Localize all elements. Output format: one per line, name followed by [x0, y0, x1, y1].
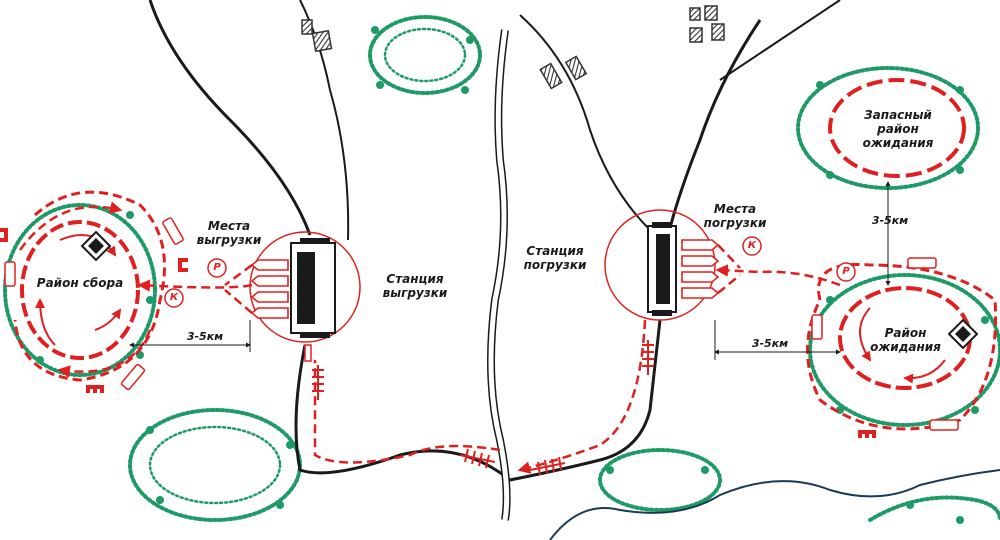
marker-unload-regulator: Р	[213, 262, 221, 273]
unloading-ramps	[250, 259, 289, 319]
buildings	[301, 5, 725, 90]
building	[564, 55, 588, 81]
building	[301, 19, 313, 35]
command-post-assembly	[80, 230, 112, 262]
building	[539, 62, 563, 90]
tank-symbols	[0, 228, 876, 438]
building	[689, 7, 701, 21]
distance-label-vertical: 3-5км	[871, 214, 909, 227]
route-waiting-loop	[806, 262, 998, 431]
marker-load-regulator: Р	[842, 266, 850, 277]
vehicle-symbols	[4, 217, 959, 431]
reserve-waiting-area-boundary	[828, 78, 966, 178]
river	[549, 469, 1000, 540]
building	[689, 27, 703, 43]
building	[704, 5, 718, 21]
rail-main-loop	[294, 319, 662, 482]
route-unload-to-assembly	[137, 279, 253, 292]
label-loading-places: Места погрузки	[703, 202, 767, 230]
forest-tufts	[36, 26, 989, 524]
forest-assembly	[3, 203, 157, 377]
marker-circles	[164, 236, 856, 308]
label-waiting-area: Район ожидания	[870, 326, 941, 354]
forest-waiting	[808, 273, 1000, 427]
route-waiting-to-loading	[715, 264, 841, 287]
marker-load-commandant: К	[747, 240, 757, 251]
label-reserve-waiting-area: Запасный район ожидания	[862, 108, 934, 150]
rail-left-outer	[148, 0, 312, 236]
forest-top	[368, 15, 482, 95]
assembly-area-boundary	[20, 220, 140, 360]
building	[311, 29, 333, 53]
marker-unload-commandant: К	[169, 292, 179, 303]
unloading-station-building	[290, 238, 336, 338]
route-assembly-loop	[13, 190, 166, 382]
rail-right-outer	[519, 14, 651, 231]
distance-label-left: 3-5км	[186, 330, 224, 343]
forest-bottom-right	[868, 495, 1000, 522]
rail-right-inner	[668, 19, 762, 229]
unloading-station-circle	[249, 231, 361, 343]
distance-lines	[129, 181, 891, 360]
forest-bottom-middle	[598, 448, 722, 512]
route-to-loading-station	[517, 319, 647, 474]
label-unloading-station: Станция выгрузки	[382, 272, 448, 300]
loading-station-circle	[604, 209, 716, 321]
movement-routes	[13, 190, 998, 474]
command-post-waiting	[947, 318, 979, 350]
train-symbols	[312, 340, 654, 476]
central-road	[487, 29, 511, 521]
loading-ramps	[681, 239, 720, 299]
label-loading-station: Станция погрузки	[523, 244, 587, 272]
building	[711, 23, 725, 41]
label-assembly-area: Район сбора	[36, 276, 124, 290]
label-unloading-places: Места выгрузки	[196, 219, 262, 247]
distance-label-right: 3-5км	[751, 337, 789, 350]
loading-station-building	[647, 222, 677, 316]
